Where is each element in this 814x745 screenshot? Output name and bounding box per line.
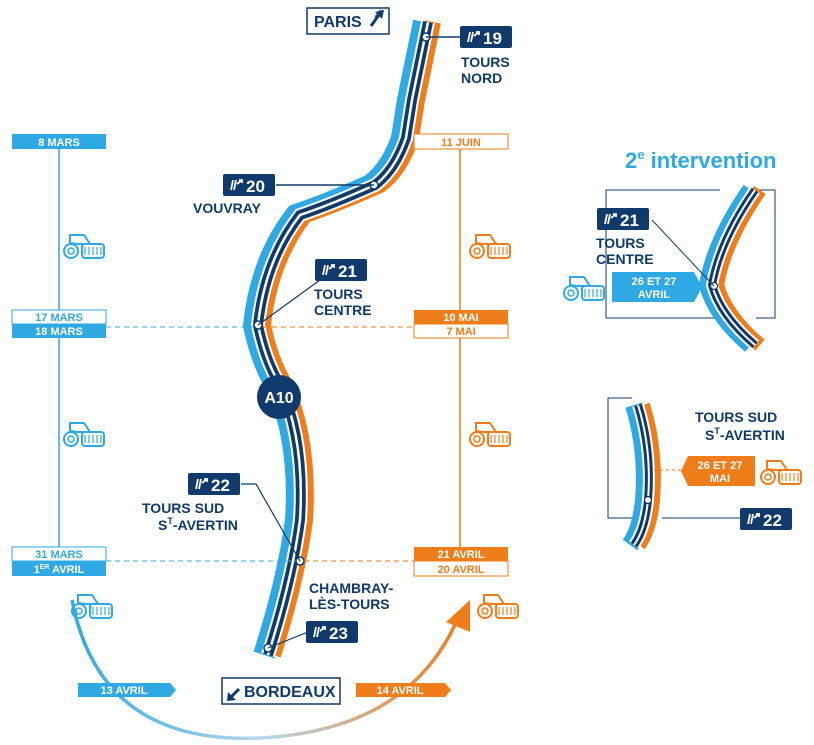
a10-motorway [242,19,441,659]
exit-21-name-1: TOURS [314,286,363,302]
tag-13-avril: 13 AVRIL [78,683,176,697]
road-roller-icon [63,234,105,259]
exit-arrow-icon [464,29,482,44]
orange-date-5: 20 AVRIL [437,564,484,576]
road-roller-icon [477,594,519,619]
exit-22-sign: 22 TOURS SUD ST-AVERTIN [142,473,301,562]
road-roller-icon [469,422,511,447]
second-exit-22-name-2: ST-AVERTIN [705,426,785,443]
exit-20-number: 20 [246,177,265,196]
exit-19-name-2: NORD [461,70,502,86]
exit-20-name: VOUVRAY [193,200,262,216]
road-roller-icon [71,594,113,619]
second-date-orange-1: 26 ET 27 [698,460,743,472]
bordeaux-label: BORDEAUX [244,684,336,701]
a10-badge: A10 [257,375,301,419]
exit-22-name-2: ST-AVERTIN [158,516,238,533]
road-roller-icon [563,276,605,301]
exit-19-sign: 19 TOURS NORD [426,26,512,86]
blue-date-4: 31 MARS [35,549,83,561]
panel-exit-21: 21 TOURS CENTRE 26 ET 27 AVRIL [563,184,776,352]
second-intervention-title: 2e intervention [625,147,777,173]
exit-arrow-icon [319,262,337,277]
blue-date-2: 17 MARS [35,312,83,324]
second-exit-21-name-2: CENTRE [596,251,654,267]
orange-date-4: 21 AVRIL [437,549,484,561]
exit-20-sign: 20 VOUVRAY [193,174,374,216]
exit-arrow-icon [744,511,762,526]
exit-21-sign: 21 TOURS CENTRE [257,259,372,326]
second-date-blue-2: AVRIL [638,289,670,301]
second-exit-21-number: 21 [620,211,639,230]
blue-date-6: 13 AVRIL [100,685,147,697]
blue-timeline: 8 MARS 17 MARS 18 MARS 31 MARS 1ER AVRIL [11,134,296,619]
exit-23-sign: 23 CHAMBRAY- LÈS-TOURS [267,580,394,649]
exit-22-name-1: TOURS SUD [142,500,224,516]
blue-date-3: 18 MARS [35,326,83,338]
orange-timeline: 11 JUIN 10 MAI 7 MAI 21 AVRIL 20 AVRIL [263,133,519,619]
orange-date-2: 10 MAI [443,312,478,324]
blue-date-5: 1ER AVRIL [34,564,85,576]
second-exit-22-number: 22 [763,511,782,530]
road-roller-icon [469,234,511,259]
panel-exit-22: TOURS SUD ST-AVERTIN 26 ET 27 MAI 22 [607,397,802,551]
orange-date-1: 11 JUIN [441,137,481,149]
bordeaux-sign: BORDEAUX [221,677,341,705]
blue-date-1: 8 MARS [38,137,80,149]
transfer-arrow [70,599,470,741]
road-roller-icon [760,460,802,485]
exit-arrow-icon [310,624,328,639]
exit-22-number: 22 [211,476,230,495]
exit-21-name-2: CENTRE [314,302,372,318]
second-date-blue-1: 26 ET 27 [632,276,677,288]
paris-label: PARIS [314,14,362,31]
second-date-orange-2: MAI [710,473,730,485]
exit-21-number: 21 [338,262,357,281]
tag-14-avril: 14 AVRIL [356,683,451,697]
orange-date-3: 7 MAI [446,326,475,338]
exit-19-name-1: TOURS [461,54,510,70]
exit-arrow-icon [601,211,619,226]
arrow-head-icon [446,600,470,632]
exit-19-number: 19 [483,29,502,48]
exit-arrow-icon [227,177,245,192]
road-roller-icon [63,422,105,447]
a10-label: A10 [264,390,293,407]
second-exit-21-name-1: TOURS [596,235,645,251]
orange-date-6: 14 AVRIL [376,685,423,697]
exit-23-name-1: CHAMBRAY- [309,580,394,596]
paris-sign: PARIS [306,7,390,35]
second-exit-22-name-1: TOURS SUD [695,409,777,425]
exit-23-name-2: LÈS-TOURS [309,596,390,612]
exit-arrow-icon [192,476,210,491]
exit-23-number: 23 [329,624,348,643]
